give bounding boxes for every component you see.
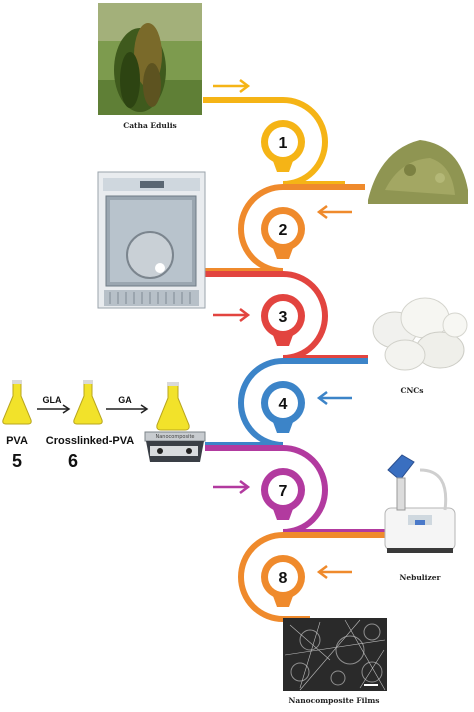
arrow-right-icon bbox=[37, 404, 71, 414]
arrow-left-icon bbox=[316, 391, 352, 405]
flask-pva-icon bbox=[2, 380, 32, 425]
plate-text: Nanocomposite bbox=[156, 434, 195, 440]
catha-edulis-image bbox=[98, 3, 202, 115]
step-number: 7 bbox=[279, 483, 288, 500]
films-label: Nanocomposite Films bbox=[288, 696, 379, 705]
arrow-right-icon bbox=[106, 404, 149, 414]
flow-arrows bbox=[213, 79, 352, 579]
flask-crosslinked-pva-icon bbox=[73, 380, 103, 425]
flow-paths bbox=[203, 97, 385, 622]
badge-tab bbox=[273, 161, 293, 172]
badge-inner bbox=[268, 301, 298, 331]
step-number: 4 bbox=[279, 396, 288, 413]
badge-tab bbox=[273, 422, 293, 433]
step-number: 2 bbox=[279, 222, 288, 239]
cncs-image bbox=[368, 290, 468, 380]
badge-inner bbox=[268, 127, 298, 157]
arrow-left-icon bbox=[316, 565, 352, 579]
step-badges: 1 2 3 4 7 8 bbox=[261, 120, 305, 607]
cncs-label: CNCs bbox=[400, 386, 423, 395]
gla-label: GLA bbox=[43, 395, 62, 405]
arrow-right-icon bbox=[213, 308, 251, 322]
stirrer-plate-image bbox=[144, 431, 206, 462]
badge-tab bbox=[273, 335, 293, 346]
step-badge-2: 2 bbox=[261, 207, 305, 259]
pva-label: PVA bbox=[6, 435, 28, 447]
step-badge-1: 1 bbox=[261, 120, 305, 172]
step-number: 3 bbox=[279, 309, 288, 326]
arrow-right-icon bbox=[213, 480, 251, 494]
step-badge-4: 4 bbox=[261, 381, 305, 433]
catha-edulis-label: Catha Edulis bbox=[123, 121, 177, 130]
badge-tab bbox=[273, 596, 293, 607]
step-number: 1 bbox=[279, 135, 288, 152]
step-badge-8: 8 bbox=[261, 555, 305, 607]
flask-nanocomposite-icon bbox=[156, 382, 190, 431]
crosslinked-pva-step-number: 6 bbox=[68, 451, 78, 471]
badge-inner bbox=[268, 388, 298, 418]
arrow-right-icon bbox=[213, 79, 251, 93]
text-labels: Catha Edulis CNCs Nebulizer Nanocomposit… bbox=[6, 121, 441, 705]
step-badge-3: 3 bbox=[261, 294, 305, 346]
crosslinked-pva-label: Crosslinked-PVA bbox=[46, 435, 134, 447]
incubator-image bbox=[97, 171, 206, 309]
badge-tab bbox=[273, 509, 293, 520]
arrow-left-icon bbox=[316, 205, 352, 219]
ga-label: GA bbox=[118, 395, 132, 405]
nebulizer-label: Nebulizer bbox=[399, 573, 441, 582]
step-badge-7: 7 bbox=[261, 468, 305, 520]
badge-inner bbox=[268, 214, 298, 244]
nebulizer-image bbox=[384, 454, 456, 553]
sem-micrograph-image bbox=[283, 618, 387, 691]
leaf-powder-image bbox=[365, 132, 469, 205]
pva-step-number: 5 bbox=[12, 451, 22, 471]
badge-inner bbox=[268, 562, 298, 592]
step-number: 8 bbox=[279, 570, 288, 587]
badge-inner bbox=[268, 475, 298, 505]
badge-tab bbox=[273, 248, 293, 259]
